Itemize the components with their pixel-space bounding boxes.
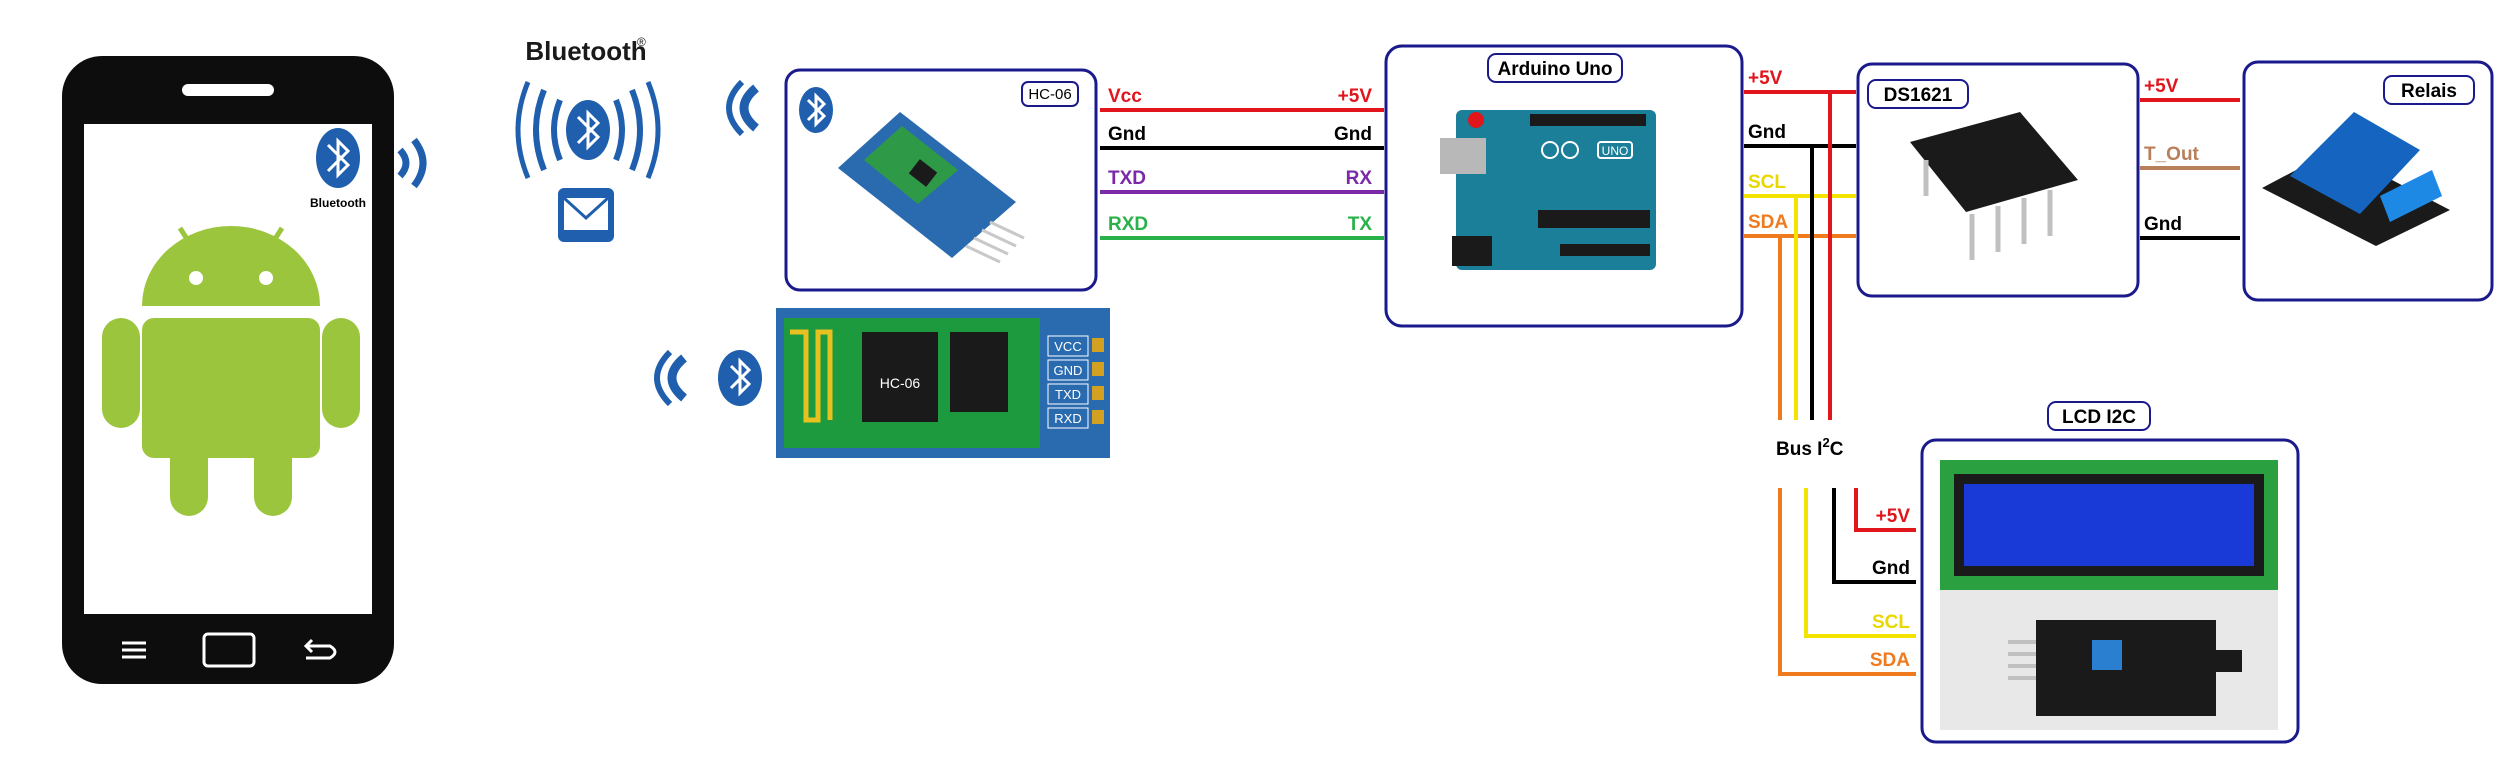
bluetooth-wave-icon — [515, 81, 661, 179]
hc06-top-module: HC-06 — [726, 68, 1098, 292]
lcd-in-label: +5V — [1876, 506, 1911, 527]
wire-left-label: RXD — [1108, 214, 1148, 235]
wire-right-label: RX — [1346, 168, 1373, 189]
arduino-board-image: UNO — [1440, 110, 1656, 270]
arduino-bus-wires: +5V Gnd SCL SDA Bus I2C +5V Gnd SCL SDA — [1744, 68, 1916, 676]
lcd-in-label: Gnd — [1872, 558, 1910, 579]
relay-board-image — [2262, 112, 2450, 246]
hc06-pin-rxd: RXD — [1054, 411, 1081, 426]
relais-title: Relais — [2401, 81, 2457, 102]
lcd-i2c-module: LCD I2C — [1920, 401, 2300, 744]
bluetooth-reg-mark: ® — [637, 35, 646, 49]
phone-nav-bar — [122, 632, 337, 668]
ds1621-title: DS1621 — [1884, 85, 1953, 106]
lcd-in-label: SDA — [1870, 650, 1910, 671]
phone-signal-icon — [397, 137, 427, 189]
bluetooth-signal-icon — [726, 79, 760, 137]
hc06-board-image — [838, 112, 1025, 264]
menu-icon — [122, 641, 146, 659]
wire-right-label: TX — [1348, 214, 1373, 235]
bluetooth-icon — [566, 100, 610, 160]
android-phone: Bluetooth — [62, 56, 427, 684]
wire-left-label: TXD — [1108, 168, 1146, 189]
hc06-pin-vcc: VCC — [1054, 339, 1081, 354]
hc06-pin-labels: VCC GND TXD RXD — [1047, 335, 1104, 429]
arduino-out-label: SDA — [1748, 212, 1788, 233]
wire-right-label: Gnd — [1334, 124, 1372, 145]
phone-bluetooth-caption: Bluetooth — [310, 196, 366, 210]
ds-relais-label: +5V — [2144, 76, 2179, 97]
lcd-in-label: SCL — [1872, 612, 1910, 633]
ds-relais-wires: +5V T_Out Gnd — [2140, 76, 2240, 240]
wire-right-label: +5V — [1338, 86, 1373, 107]
home-icon — [202, 632, 256, 668]
arduino-out-label: +5V — [1748, 68, 1783, 89]
hc06-pin-txd: TXD — [1055, 387, 1081, 402]
hc06-pin-gnd: GND — [1054, 363, 1083, 378]
arduino-out-label: Gnd — [1748, 122, 1786, 143]
lcd-display-image — [1940, 460, 2278, 730]
ds-relais-label: T_Out — [2144, 144, 2200, 165]
bluetooth-icon — [316, 128, 360, 188]
bluetooth-icon — [718, 350, 762, 406]
bluetooth-badge: Bluetooth ® — [515, 35, 661, 242]
arduino-board-text: UNO — [1602, 144, 1629, 158]
arduino-uno-module: Arduino Uno UNO — [1384, 44, 1744, 328]
bluetooth-icon — [799, 87, 833, 133]
hc06-top-title: HC-06 — [1028, 86, 1071, 103]
ds1621-module: DS1621 — [1856, 62, 2140, 298]
bus-label: Bus I2C — [1776, 435, 1844, 460]
bluetooth-title: Bluetooth — [525, 36, 646, 66]
hc06-chip-label: HC-06 — [880, 375, 921, 391]
ds-relais-label: Gnd — [2144, 214, 2182, 235]
envelope-icon — [558, 188, 614, 242]
relais-module: Relais — [2242, 60, 2494, 302]
android-robot-icon — [102, 226, 360, 516]
wire-left-label: Gnd — [1108, 124, 1146, 145]
arduino-title: Arduino Uno — [1497, 59, 1612, 80]
hc06-bottom-module: HC-06 VCC GND TXD RXD — [654, 308, 1110, 458]
bt-arduino-wires: Vcc Gnd TXD RXD +5V Gnd RX TX — [1100, 86, 1384, 240]
ds1621-chip-image — [1910, 112, 2078, 260]
wire-left-label: Vcc — [1108, 86, 1142, 107]
back-icon — [303, 638, 337, 660]
arduino-out-label: SCL — [1748, 172, 1786, 193]
bluetooth-signal-icon — [654, 349, 688, 407]
lcd-title: LCD I2C — [2062, 407, 2136, 428]
